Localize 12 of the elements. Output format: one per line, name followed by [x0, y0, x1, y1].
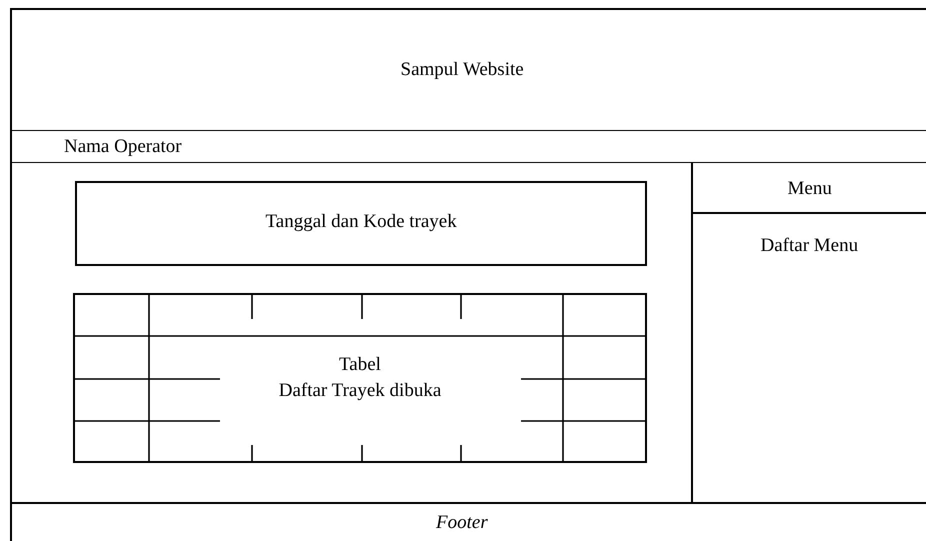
header-title: Sampul Website: [400, 59, 524, 81]
operator-name: Nama Operator: [64, 136, 182, 158]
box-title: Tanggal dan Kode trayek: [266, 211, 457, 233]
menu-header: [691, 162, 926, 214]
header-band: [10, 8, 926, 131]
footer-text: Footer: [436, 512, 488, 534]
operator-bar: [10, 130, 926, 163]
date-route-box: [75, 181, 647, 266]
table-title: Tabel Daftar Trayek dibuka: [278, 353, 442, 403]
menu-list-title: Daftar Menu: [760, 235, 858, 257]
menu-title: Menu: [788, 178, 832, 200]
footer-bar: [10, 502, 926, 541]
